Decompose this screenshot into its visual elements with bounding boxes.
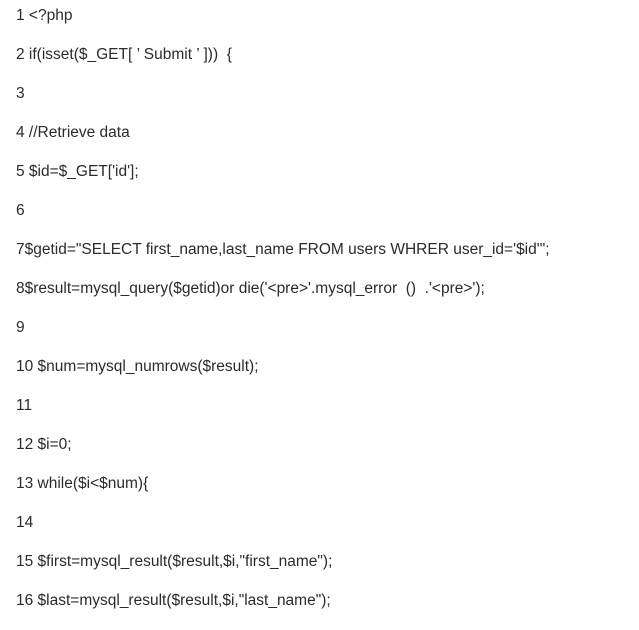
code-line-9: 9 xyxy=(16,319,25,336)
code-line-1: 1 <?php xyxy=(16,7,73,24)
code-line-3: 3 xyxy=(16,85,25,102)
code-line-8: 8$result=mysql_query($getid)or die('<pre… xyxy=(16,280,485,297)
code-line-10: 10 $num=mysql_numrows($result); xyxy=(16,358,259,375)
code-listing: 1 <?php 2 if(isset($_GET[ ’ Submit ’ ]))… xyxy=(16,6,631,630)
code-line-7: 7$getid="SELECT first_name,last_name FRO… xyxy=(16,241,550,258)
code-line-13: 13 while($i<$num){ xyxy=(16,475,149,492)
code-line-12: 12 $i=0; xyxy=(16,436,72,453)
code-line-6: 6 xyxy=(16,202,25,219)
code-line-15: 15 $first=mysql_result($result,$i,"first… xyxy=(16,553,333,570)
code-line-11: 11 xyxy=(16,397,33,414)
code-line-14: 14 xyxy=(16,514,34,531)
code-line-2: 2 if(isset($_GET[ ’ Submit ’ ])) { xyxy=(16,46,232,63)
code-line-5: 5 $id=$_GET['id']; xyxy=(16,163,139,180)
code-line-16: 16 $last=mysql_result($result,$i,"last_n… xyxy=(16,592,331,609)
code-line-4: 4 //Retrieve data xyxy=(16,124,130,141)
